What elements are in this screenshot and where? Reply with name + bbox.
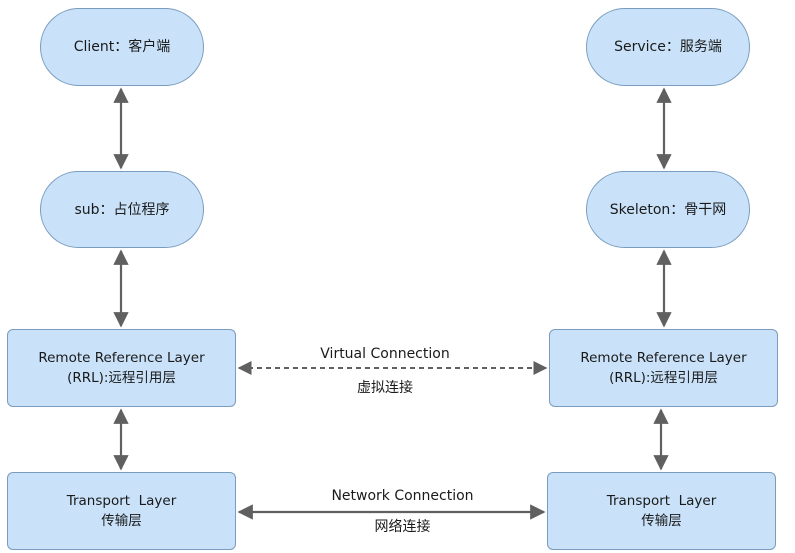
skeleton-label: Skeleton：骨干网	[609, 201, 727, 218]
transport-right-line2: 传输层	[641, 513, 682, 529]
network-connection-label: Network Connection	[331, 488, 474, 504]
rrl-left-line1: Remote Reference Layer	[38, 350, 205, 366]
virtual-connection-label: Virtual Connection	[320, 346, 450, 362]
service-label: Service：服务端	[614, 39, 722, 55]
service-node: Service：服务端	[586, 8, 750, 86]
rrl-left-line2: (RRL):远程引用层	[67, 370, 176, 386]
transport-left-node: Transport Layer 传输层	[7, 472, 236, 550]
rrl-right-line2: (RRL):远程引用层	[609, 370, 718, 386]
skeleton-node: Skeleton：骨干网	[586, 171, 750, 248]
rrl-right-line1: Remote Reference Layer	[580, 350, 747, 366]
transport-right-line1: Transport Layer	[606, 493, 717, 509]
client-label: Client：客户端	[73, 39, 171, 55]
stub-label: sub：占位程序	[74, 201, 170, 218]
transport-left-line1: Transport Layer	[66, 493, 177, 509]
rrl-right-node: Remote Reference Layer (RRL):远程引用层	[549, 329, 778, 407]
transport-right-node: Transport Layer 传输层	[547, 472, 776, 550]
client-node: Client：客户端	[40, 8, 204, 86]
transport-left-line2: 传输层	[101, 513, 142, 529]
rrl-left-node: Remote Reference Layer (RRL):远程引用层	[7, 329, 236, 407]
virtual-connection-label-zh: 虚拟连接	[357, 380, 413, 396]
network-connection-label-zh: 网络连接	[374, 519, 431, 535]
stub-node: sub：占位程序	[40, 171, 204, 248]
